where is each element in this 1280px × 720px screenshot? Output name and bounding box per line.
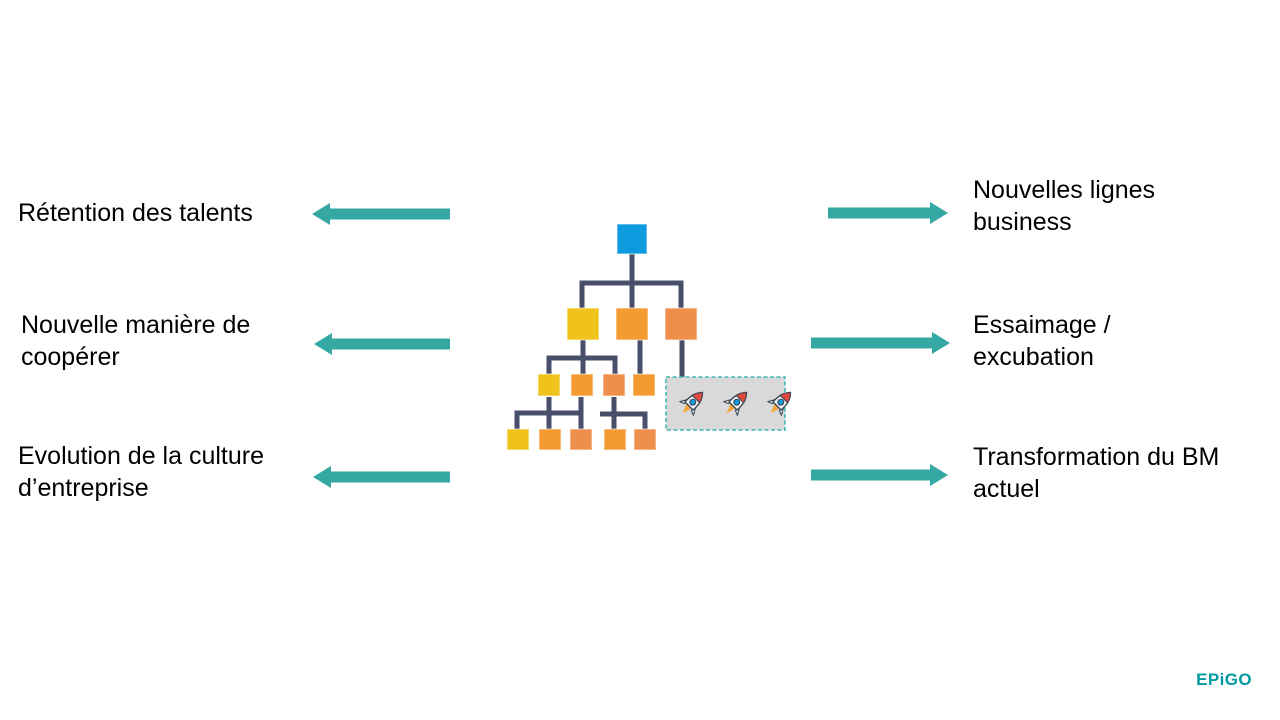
label-essaimage-excubation: Essaimage / excubation	[973, 311, 1111, 371]
right-arrow-icon	[828, 202, 948, 224]
org-node	[538, 428, 562, 451]
left-arrow-icon	[314, 333, 450, 355]
org-node	[603, 428, 627, 451]
org-node	[615, 307, 649, 341]
label-evolution-culture: Evolution de la culture d’entreprise	[18, 442, 264, 502]
rocket-icon	[767, 391, 792, 416]
label-nouvelle-maniere-cooperer: Nouvelle manière de coopérer	[21, 311, 251, 371]
rocket-icon	[679, 391, 704, 416]
org-node	[602, 373, 626, 397]
org-node	[569, 428, 593, 451]
org-node	[633, 428, 657, 451]
org-chart-connector	[514, 410, 581, 429]
org-node-root	[616, 223, 648, 255]
org-node	[632, 373, 656, 397]
org-node	[570, 373, 594, 397]
rocket-row	[679, 391, 792, 416]
org-chart-connector	[579, 280, 684, 308]
org-node	[537, 373, 561, 397]
org-node	[566, 307, 600, 341]
right-arrow-icon	[811, 464, 948, 486]
right-arrow-icon	[811, 332, 950, 354]
label-retention-des-talents: Rétention des talents	[18, 199, 253, 227]
org-node	[664, 307, 698, 341]
label-transformation-bm-actuel: Transformation du BM actuel	[973, 443, 1220, 503]
label-nouvelles-lignes-business: Nouvelles lignes business	[973, 176, 1156, 236]
org-chart-connector	[546, 355, 618, 375]
org-node	[506, 428, 530, 451]
rocket-icon	[723, 391, 748, 416]
org-chart-connector	[600, 411, 648, 429]
left-arrow-icon	[312, 203, 450, 225]
epigo-logo: EPiGO	[1196, 670, 1252, 689]
left-arrow-icon	[313, 466, 450, 488]
